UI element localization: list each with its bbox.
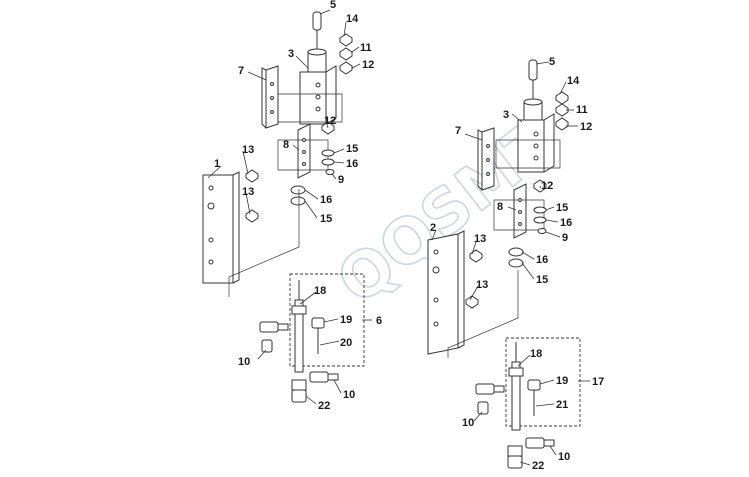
fitting-icon (475, 383, 505, 415)
callout-label: 3 (503, 109, 509, 121)
callout-label: 15 (536, 274, 548, 286)
angle-plate-icon (277, 123, 329, 179)
callout-label: 10 (343, 389, 355, 401)
washer-icon (290, 196, 306, 206)
callout-label: 12 (580, 121, 592, 133)
sensor-icon (311, 317, 325, 354)
main-plate-icon (202, 171, 300, 297)
cylinder-block-icon (277, 65, 343, 125)
washer-icon (533, 216, 547, 224)
callout-label: 11 (576, 104, 588, 116)
bracket-plate-icon (477, 127, 495, 191)
washer-icon (321, 149, 335, 157)
cylinder-block-icon (495, 113, 561, 173)
washer-icon (290, 185, 306, 195)
callout-label: 12 (324, 115, 336, 127)
callouts-left: 5 14 3 11 12 7 12 8 15 16 9 1 13 13 16 1… (214, 0, 382, 412)
screw-icon (339, 61, 353, 75)
callout-label: 10 (462, 417, 474, 429)
callout-label: 16 (346, 158, 358, 170)
callout-label: 19 (556, 375, 568, 387)
callout-label: 7 (455, 125, 461, 137)
callout-label: 5 (330, 0, 336, 11)
pin-icon (523, 59, 543, 121)
callout-label: 7 (238, 65, 244, 77)
callout-label: 13 (474, 233, 486, 245)
callout-label: 11 (360, 42, 372, 54)
callout-label: 18 (314, 285, 326, 297)
callout-label: 5 (549, 56, 555, 68)
left-assembly (202, 11, 365, 403)
callout-label: 15 (320, 213, 332, 225)
callout-label: 16 (320, 194, 332, 206)
callout-label: 16 (536, 254, 548, 266)
sub-assembly-box (505, 337, 581, 427)
callout-label: 1 (214, 158, 220, 170)
air-cylinder-icon (508, 342, 524, 431)
callout-label: 9 (562, 232, 568, 244)
screw-icon (339, 47, 353, 61)
callout-label: 9 (338, 174, 344, 186)
washer-icon (321, 158, 335, 166)
washer-icon (508, 247, 524, 257)
callout-label: 8 (497, 201, 503, 213)
bracket-plate-icon (261, 65, 279, 129)
callout-label: 15 (556, 202, 568, 214)
angle-plate-icon (493, 183, 545, 239)
callout-label: 22 (532, 460, 544, 472)
callout-label: 16 (560, 217, 572, 229)
callout-label: 18 (530, 348, 542, 360)
air-cylinder-icon (291, 280, 307, 373)
callout-label: 17 (592, 376, 604, 388)
screw-icon (339, 33, 353, 47)
callout-label: 12 (541, 180, 553, 192)
nut-icon (325, 169, 335, 175)
screw-icon (465, 295, 479, 309)
callout-label: 6 (376, 315, 382, 327)
leader-lines (207, 9, 590, 466)
screw-icon (555, 117, 569, 131)
callout-label: 10 (238, 356, 250, 368)
callout-label: 20 (340, 337, 352, 349)
callout-label: 14 (567, 75, 580, 87)
sensor-icon (527, 379, 541, 416)
fitting-icon (259, 321, 289, 353)
washer-icon (533, 206, 547, 214)
callout-label: 22 (318, 400, 330, 412)
pin-icon (307, 11, 327, 73)
callout-label: 15 (346, 143, 358, 155)
callout-label: 2 (430, 222, 436, 234)
elbow-fitting-icon (507, 445, 523, 469)
nut-icon (537, 228, 547, 234)
callout-label: 19 (340, 314, 352, 326)
callout-label: 13 (476, 279, 488, 291)
main-plate-icon (427, 230, 519, 358)
screw-icon (469, 249, 483, 263)
callout-label: 10 (558, 451, 570, 463)
callout-label: 3 (288, 48, 294, 60)
elbow-fitting-icon (291, 379, 307, 403)
callout-label: 12 (362, 59, 374, 71)
callout-label: 13 (242, 144, 254, 156)
callout-label: 21 (556, 399, 568, 411)
screw-icon (555, 91, 569, 105)
callouts-right: 5 14 3 11 12 7 12 8 15 16 9 2 13 16 13 1… (430, 56, 604, 472)
right-assembly (427, 59, 581, 469)
fitting-icon (309, 371, 339, 383)
callout-label: 13 (242, 186, 254, 198)
screw-icon (245, 209, 259, 223)
washer-icon (508, 258, 524, 268)
callout-label: 8 (283, 139, 289, 151)
callout-label: 14 (346, 13, 359, 25)
fitting-icon (525, 437, 555, 449)
